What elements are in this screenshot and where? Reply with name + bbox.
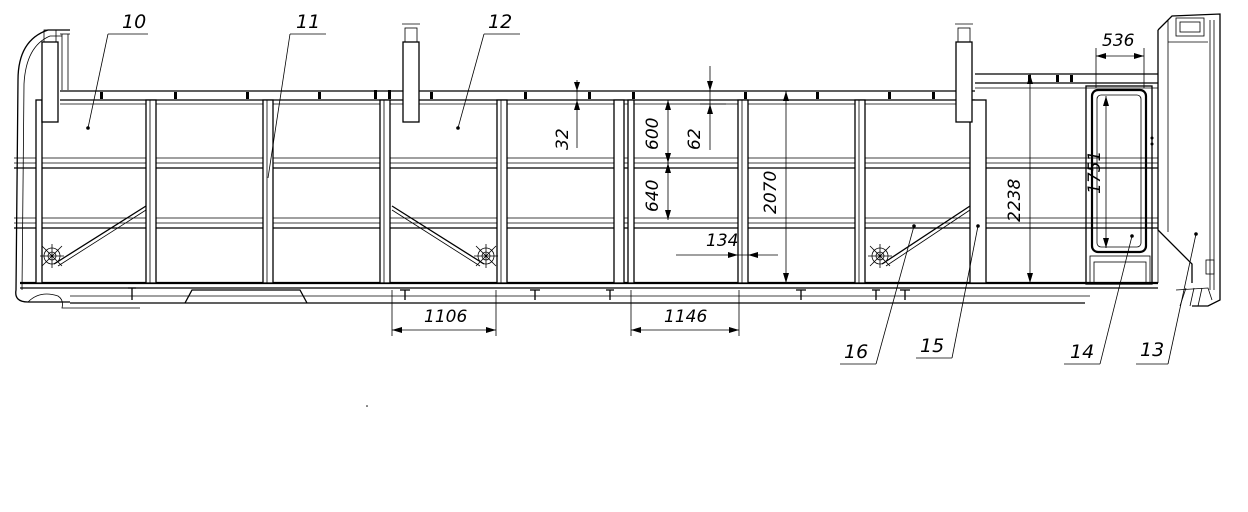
- dim-62: 62: [685, 128, 705, 150]
- door-panel-16: [868, 205, 980, 268]
- callout-14: 14: [1070, 341, 1094, 363]
- leader-lines: [87, 33, 1197, 365]
- dim-600: 600: [643, 118, 663, 150]
- dim-1106: 1106: [424, 307, 467, 327]
- dim-32: 32: [553, 128, 573, 150]
- callout-11: 11: [296, 11, 320, 33]
- dim-1751: 1751: [1085, 151, 1105, 194]
- dim-2238: 2238: [1005, 179, 1025, 222]
- frame-outline: [14, 29, 1158, 309]
- crossmember-markers: [128, 287, 910, 300]
- callout-12: 12: [488, 11, 512, 33]
- door-panel-10: [40, 126, 147, 268]
- door-panel-12: [391, 126, 498, 268]
- dim-2070: 2070: [761, 171, 781, 214]
- dimension-lines: [391, 48, 1145, 336]
- end-wall-13: [1157, 13, 1221, 307]
- callout-15: 15: [920, 335, 944, 357]
- dim-1146: 1146: [664, 307, 707, 327]
- dim-134: 134: [706, 231, 738, 251]
- stakes: [41, 23, 973, 123]
- vertical-posts: [35, 99, 987, 284]
- callout-16: 16: [844, 341, 868, 363]
- callout-13: 13: [1140, 339, 1164, 361]
- rail-bolts: [100, 75, 1073, 99]
- dim-536: 536: [1102, 31, 1135, 51]
- callout-10: 10: [122, 11, 146, 33]
- dim-640: 640: [643, 180, 663, 212]
